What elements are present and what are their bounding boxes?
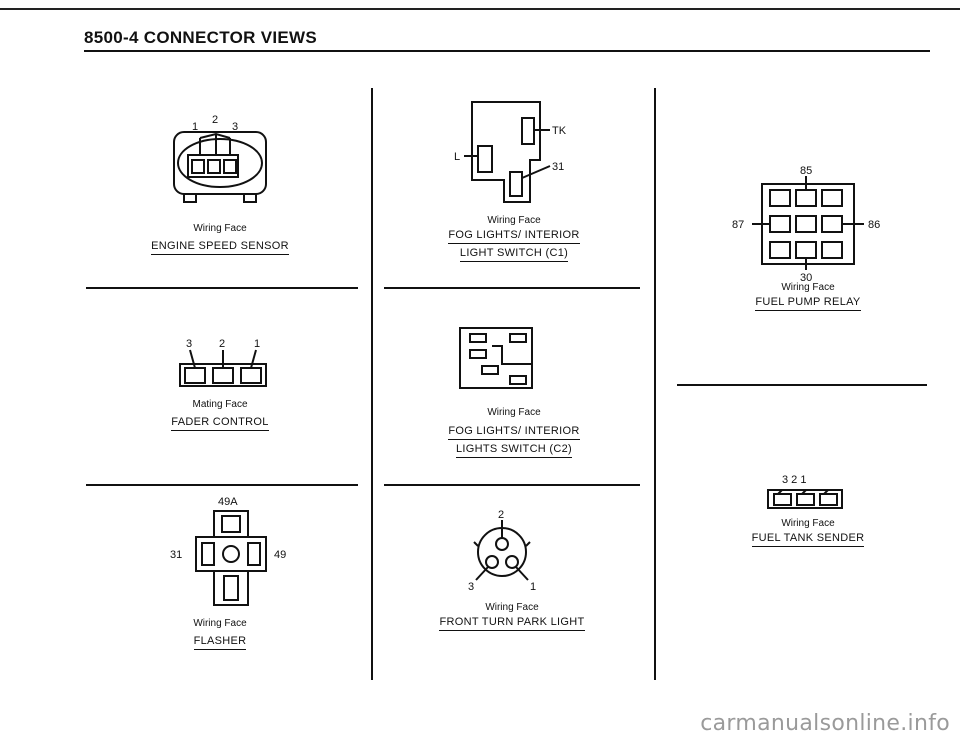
flasher-connector: 49A 31 49 [170,496,286,606]
fader-control-connector: 3 2 1 [179,338,267,387]
pin-label: 31 [170,549,182,561]
column-divider-left [371,88,373,680]
pin-label: 3 [232,121,238,133]
flasher-caption: Wiring Face FLASHER [132,617,308,650]
pin-label: 3 [468,581,474,593]
watermark-text: carmanualsonline.info [700,711,950,736]
fuel-pump-relay-connector: 85 87 86 30 [732,165,880,284]
row-separator [677,384,927,386]
pin-label: 86 [868,219,880,231]
connector-name-line1: FOG LIGHTS/ INTERIOR [448,229,580,244]
connector-name: FUEL TANK SENDER [751,532,865,547]
pin-label: L [454,151,460,163]
face-label: Wiring Face [487,407,541,418]
row-separator [384,484,640,486]
connector-name-line1: FOG LIGHTS/ INTERIOR [448,425,580,440]
face-label: Mating Face [192,399,248,410]
fog-lights-c1-caption: Wiring Face FOG LIGHTS/ INTERIOR LIGHT S… [414,214,614,262]
connector-name: FADER CONTROL [171,416,269,431]
pin-label: TK [552,125,567,137]
pin-label: 87 [732,219,744,231]
connector-name: ENGINE SPEED SENSOR [151,240,289,255]
page-title: 8500-4 CONNECTOR VIEWS [84,28,318,47]
fog-lights-c2-connector [459,327,533,389]
face-label: Wiring Face [193,618,247,629]
pin-label: 1 [254,338,260,350]
pin-labels: 3 2 1 [782,474,806,486]
pin-label: 3 [186,338,192,350]
column-divider-right [654,88,656,680]
pin-label: 2 [498,509,504,521]
engine-speed-sensor-caption: Wiring Face ENGINE SPEED SENSOR [132,222,308,255]
fuel-tank-sender-caption: Wiring Face FUEL TANK SENDER [722,517,894,547]
pin-label: 30 [800,272,812,284]
page-top-rule [0,8,960,10]
pin-label: 1 [530,581,536,593]
face-label: Wiring Face [487,215,541,226]
row-separator [86,287,358,289]
pin-label: 2 [219,338,225,350]
pin-label: 31 [552,161,564,173]
fog-lights-c2-caption: Wiring Face FOG LIGHTS/ INTERIOR LIGHTS … [414,406,614,458]
pin-label: 2 [212,114,218,126]
connector-name: FRONT TURN PARK LIGHT [439,616,585,631]
connector-name: FUEL PUMP RELAY [755,296,861,311]
pin-label: 49A [218,496,238,508]
title-rule [84,50,930,52]
engine-speed-sensor-connector: 1 2 3 [173,114,267,203]
connector-name-line2: LIGHTS SWITCH (C2) [455,443,572,458]
pin-label: 85 [800,165,812,177]
fog-lights-c1-connector: TK L 31 [454,101,567,203]
pin-label: 49 [274,549,286,561]
front-turn-park-light-connector: 2 3 1 [468,509,536,593]
face-label: Wiring Face [781,282,835,293]
face-label: Wiring Face [485,602,539,613]
connector-name: FLASHER [193,635,247,650]
face-label: Wiring Face [781,518,835,529]
face-label: Wiring Face [193,223,247,234]
front-turn-park-light-caption: Wiring Face FRONT TURN PARK LIGHT [384,601,640,631]
fuel-pump-relay-caption: Wiring Face FUEL PUMP RELAY [722,281,894,311]
connector-name-line2: LIGHT SWITCH (C1) [459,247,569,262]
row-separator [384,287,640,289]
pin-label: 1 [192,121,198,133]
fuel-tank-sender-connector: 3 2 1 [767,474,843,509]
fader-control-caption: Mating Face FADER CONTROL [132,398,308,431]
row-separator [86,484,358,486]
